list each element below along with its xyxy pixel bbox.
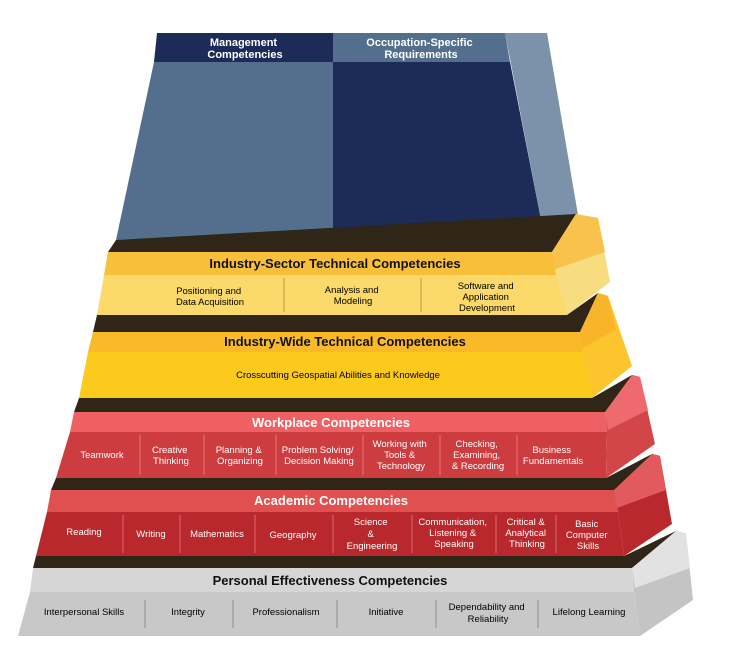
cell-creative-thinking: Creative Thinking xyxy=(152,445,190,467)
tier-title: Personal Effectiveness Competencies xyxy=(213,573,448,588)
cell-science-engineering: Science & Engineering xyxy=(347,517,398,552)
cell-checking-examining: Checking, Examining, & Recording xyxy=(452,439,504,472)
tier-side-shade xyxy=(605,375,648,430)
tier-industry-wide: Industry-Wide Technical Competencies Cro… xyxy=(79,293,632,398)
tier-body xyxy=(97,275,567,315)
cell-planning-organizing: Planning & Organizing xyxy=(216,445,265,467)
tier-title-band xyxy=(47,490,618,512)
cell-integrity: Integrity xyxy=(171,607,205,618)
cell-geography: Geography xyxy=(269,530,316,541)
cell-communication: Communication, Listening & Speaking xyxy=(418,517,489,550)
tier-title-band xyxy=(70,412,607,432)
cell-working-with-tools: Working with Tools & Technology xyxy=(373,439,430,472)
management-header-bg xyxy=(154,33,333,62)
tier-personal-effectiveness: Personal Effectiveness Competencies Inte… xyxy=(18,531,693,636)
cell-professionalism: Professionalism xyxy=(252,607,319,618)
tier-ledge xyxy=(93,293,608,332)
cell-software-application-development: Software and Application Development xyxy=(458,281,517,314)
tier-industry-sector: Industry-Sector Technical Competencies P… xyxy=(97,214,610,315)
top-block: Management Competencies Occupation-Speci… xyxy=(116,33,578,240)
cell-lifelong-learning: Lifelong Learning xyxy=(553,607,626,618)
tier-title-band xyxy=(104,252,556,275)
tier-cells: Teamwork Creative Thinking Planning & Or… xyxy=(80,435,583,475)
cell-positioning-data-acquisition: Positioning and Data Acquisition xyxy=(176,286,244,308)
tier-side-shade xyxy=(552,214,605,270)
tier-title: Academic Competencies xyxy=(254,493,408,508)
tier-body xyxy=(56,432,607,478)
tier-workplace: Workplace Competencies Teamwork Creative… xyxy=(56,375,655,478)
cell-mathematics: Mathematics xyxy=(190,529,244,540)
tier-body xyxy=(79,352,592,398)
top-block-right-panel xyxy=(333,62,545,240)
tier-cells: Positioning and Data Acquisition Analysi… xyxy=(176,278,517,314)
tier-cells: Reading Writing Mathematics Geography Sc… xyxy=(66,515,610,553)
occupation-header-label: Occupation-Specific Requirements xyxy=(366,37,475,61)
tier-cells: Interpersonal Skills Integrity Professio… xyxy=(44,600,626,628)
tier-body xyxy=(36,512,624,556)
tier-academic: Academic Competencies Reading Writing Ma… xyxy=(36,454,672,556)
top-block-left-panel xyxy=(116,62,333,240)
cell-problem-solving: Problem Solving/ Decision Making xyxy=(282,445,356,467)
cell-teamwork: Teamwork xyxy=(80,450,124,461)
tier-title-band xyxy=(88,332,583,352)
occupation-header-bg xyxy=(333,33,510,62)
tier-title: Industry-Wide Technical Competencies xyxy=(224,334,466,349)
tier-title: Industry-Sector Technical Competencies xyxy=(209,256,460,271)
cell-basic-computer-skills: Basic Computer Skills xyxy=(566,519,610,552)
tier-side-shade xyxy=(614,454,666,508)
cell-crosscutting-geospatial: Crosscutting Geospatial Abilities and Kn… xyxy=(236,370,440,381)
management-header-label: Management Competencies xyxy=(207,37,282,61)
tier-ledge xyxy=(108,214,576,252)
cell-reading: Reading xyxy=(66,527,101,538)
cell-interpersonal-skills: Interpersonal Skills xyxy=(44,607,125,618)
cell-writing: Writing xyxy=(136,529,165,540)
tier-title: Workplace Competencies xyxy=(252,415,410,430)
cell-initiative: Initiative xyxy=(369,607,404,618)
tier-ledge xyxy=(51,454,660,490)
top-block-side xyxy=(505,33,578,240)
cell-business-fundamentals: Business Fundamentals xyxy=(523,445,583,467)
tier-ledge xyxy=(74,375,640,412)
cell-analysis-modeling: Analysis and Modeling xyxy=(325,285,382,307)
cell-dependability-reliability: Dependability and Reliability xyxy=(449,602,528,625)
tier-side-shade xyxy=(580,293,616,348)
cell-critical-thinking: Critical & Analytical Thinking xyxy=(505,517,548,550)
tier-body xyxy=(18,592,640,636)
tier-ledge xyxy=(33,531,686,568)
tier-title-band xyxy=(30,568,634,592)
tier-side-shade xyxy=(632,531,690,588)
